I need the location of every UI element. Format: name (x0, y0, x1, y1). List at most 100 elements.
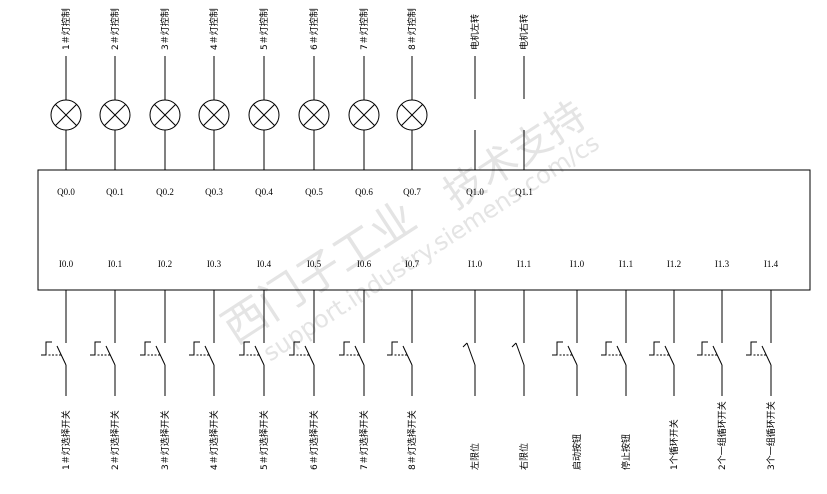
output-label: 电机左转 (469, 14, 481, 50)
input-label: 左限位 (469, 443, 481, 470)
selector-switch-icon (697, 341, 723, 366)
output-address: Q1.1 (515, 187, 533, 197)
input-channel: I1.3 2个一组循环开关 (697, 259, 730, 470)
selector-switch-icon (552, 341, 578, 366)
output-channel: 5＃灯控制 Q0.4 (248, 8, 280, 197)
input-address: I0.5 (307, 259, 322, 269)
output-address: Q0.0 (57, 187, 75, 197)
lamp-icon (248, 99, 280, 131)
input-address: I0.3 (207, 259, 222, 269)
input-address: I0.0 (59, 259, 74, 269)
input-address: I1.0 (570, 259, 585, 269)
selector-switch-icon (601, 341, 627, 366)
output-label: 6＃灯控制 (308, 8, 320, 50)
output-channel: 电机右转 Q1.1 (515, 14, 533, 197)
selector-switch-icon (746, 341, 772, 366)
lamp-icon (99, 99, 131, 131)
input-label: 右限位 (518, 443, 530, 470)
input-channel: I1.1 右限位 (511, 259, 531, 470)
input-channel: I0.0 1＃灯选择开关 (41, 259, 74, 470)
output-channel: 6＃灯控制 Q0.5 (298, 8, 330, 197)
input-channel: I0.4 5＃灯选择开关 (239, 259, 272, 470)
input-channel: I1.0 启动按钮 (552, 259, 585, 470)
input-channel: I0.6 7＃灯选择开关 (339, 259, 372, 470)
lamp-icon (198, 99, 230, 131)
output-label: 2＃灯控制 (109, 8, 121, 50)
output-channel: 7＃灯控制 Q0.6 (348, 8, 380, 197)
input-label: 启动按钮 (571, 434, 583, 470)
input-address: I1.1 (619, 259, 633, 269)
input-address: I0.6 (357, 259, 372, 269)
input-address: I0.4 (257, 259, 272, 269)
output-channel: 8＃灯控制 Q0.7 (396, 8, 428, 197)
lamp-icon (50, 99, 82, 131)
selector-switch-icon (41, 341, 67, 366)
input-label: 2＃灯选择开关 (109, 410, 121, 470)
selector-switch-icon (90, 341, 116, 366)
input-address: I0.7 (405, 259, 420, 269)
input-address: I1.3 (715, 259, 730, 269)
lamp-icon (348, 99, 380, 131)
input-label: 6＃灯选择开关 (308, 410, 320, 470)
input-label: 7＃灯选择开关 (358, 410, 370, 470)
input-channel: I0.7 8＃灯选择开关 (387, 259, 420, 470)
input-address: I0.1 (108, 259, 122, 269)
input-label: 4＃灯选择开关 (208, 410, 220, 470)
input-label: 2个一组循环开关 (716, 401, 728, 470)
input-channel: I0.3 4＃灯选择开关 (189, 259, 222, 470)
selector-switch-icon (189, 341, 215, 366)
output-label: 8＃灯控制 (406, 8, 418, 50)
selector-switch-icon (140, 341, 166, 366)
input-label: 1个循环开关 (668, 419, 680, 470)
output-address: Q0.5 (305, 187, 323, 197)
input-channel: I1.4 3个一组循环开关 (746, 259, 779, 470)
input-label: 3＃灯选择开关 (159, 410, 171, 470)
input-address: I0.2 (158, 259, 172, 269)
input-channel: I0.1 2＃灯选择开关 (90, 259, 122, 470)
selector-switch-icon (289, 341, 315, 366)
output-channel: 4＃灯控制 Q0.3 (198, 8, 230, 197)
output-address: Q0.3 (205, 187, 223, 197)
watermark: 西门子工业 技术支持 support.industry.siemens.com/… (213, 93, 604, 367)
output-label: 7＃灯控制 (358, 8, 370, 50)
input-channel: I1.1 停止按钮 (601, 259, 633, 470)
output-label: 1＃灯控制 (60, 8, 72, 50)
input-label: 8＃灯选择开关 (406, 410, 418, 470)
output-address: Q0.2 (156, 187, 174, 197)
input-address: I1.4 (764, 259, 779, 269)
input-label: 1＃灯选择开关 (60, 410, 72, 470)
output-address: Q1.0 (466, 187, 484, 197)
output-label: 电机右转 (518, 14, 530, 50)
limit-switch-icon (462, 342, 476, 366)
input-label: 停止按钮 (620, 434, 632, 470)
lamp-icon (396, 99, 428, 131)
output-channel: 1＃灯控制 Q0.0 (50, 8, 82, 197)
lamp-icon (149, 99, 181, 131)
output-label: 4＃灯控制 (208, 8, 220, 50)
output-channel: 2＃灯控制 Q0.1 (99, 8, 131, 197)
input-channel: I0.2 3＃灯选择开关 (140, 259, 172, 470)
input-label: 3个一组循环开关 (765, 401, 777, 470)
lamp-icon (298, 99, 330, 131)
selector-switch-icon (339, 341, 365, 366)
input-label: 5＃灯选择开关 (258, 410, 270, 470)
output-address: Q0.4 (255, 187, 273, 197)
output-address: Q0.7 (403, 187, 421, 197)
output-label: 5＃灯控制 (258, 8, 270, 50)
output-address: Q0.1 (106, 187, 124, 197)
input-channel: I0.5 6＃灯选择开关 (289, 259, 322, 470)
selector-switch-icon (649, 341, 675, 366)
selector-switch-icon (387, 341, 413, 366)
input-address: I1.2 (667, 259, 681, 269)
input-address: I1.0 (468, 259, 483, 269)
plc-module (37, 169, 811, 291)
input-address: I1.1 (517, 259, 531, 269)
output-channel: 电机左转 Q1.0 (466, 14, 484, 197)
input-channels: I0.0 1＃灯选择开关 I0.1 2＃灯选择开关 I0.2 3＃灯选择开关 I0.3 4＃灯… (41, 259, 779, 470)
input-channel: I1.2 1个循环开关 (649, 259, 681, 470)
limit-switch-icon (511, 342, 525, 366)
output-address: Q0.6 (355, 187, 373, 197)
